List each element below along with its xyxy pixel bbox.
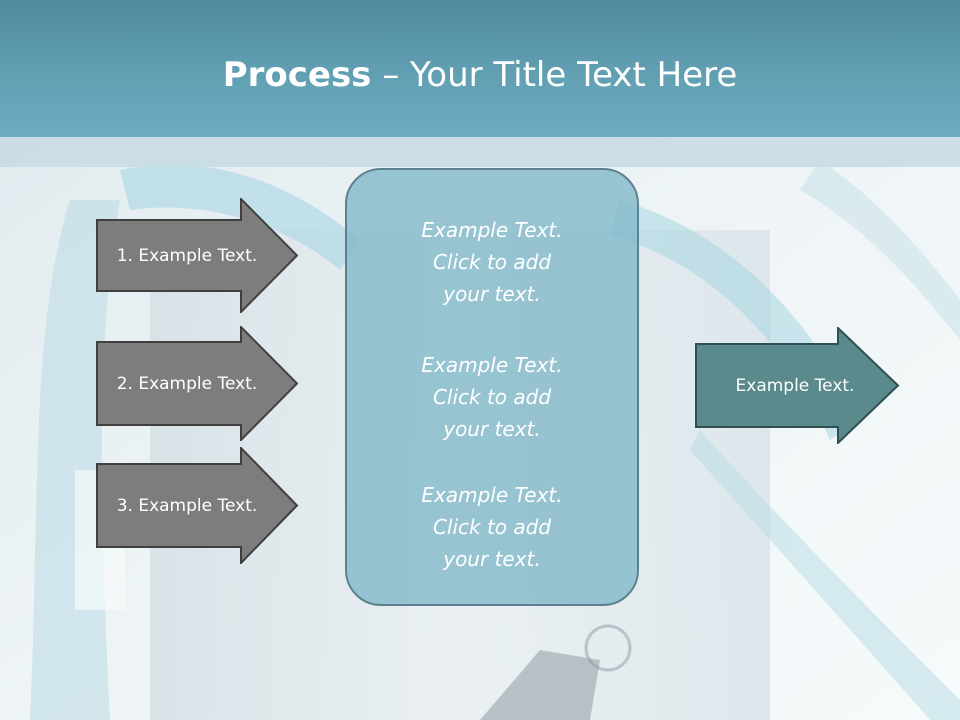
slide-title[interactable]: Process – Your Title Text Here [0,52,960,98]
process-text-2: Example Text. Click to add your text. [421,353,563,441]
process-text-1: Example Text. Click to add your text. [421,218,563,306]
right-arrow-icon [96,447,299,564]
input-arrow-3-label: 3. Example Text. [116,495,258,516]
input-arrow-1-label: 1. Example Text. [116,245,258,266]
input-arrow-1[interactable]: 1. Example Text. [96,198,299,313]
output-arrow-label: Example Text. [735,375,855,396]
right-arrow-icon [96,326,299,441]
title-bold: Process [222,55,372,95]
process-box[interactable]: Example Text. Click to add your text. Ex… [345,168,639,606]
right-arrow-icon [96,198,299,313]
title-rest: – Your Title Text Here [371,55,738,95]
process-text-3: Example Text. Click to add your text. [421,483,563,571]
title-band [0,137,960,167]
title-bar [0,0,960,137]
output-arrow[interactable]: Example Text. [695,327,900,444]
input-arrow-2-label: 2. Example Text. [116,373,258,394]
input-arrow-3[interactable]: 3. Example Text. [96,447,299,564]
right-arrow-icon [695,327,900,444]
input-arrow-2[interactable]: 2. Example Text. [96,326,299,441]
